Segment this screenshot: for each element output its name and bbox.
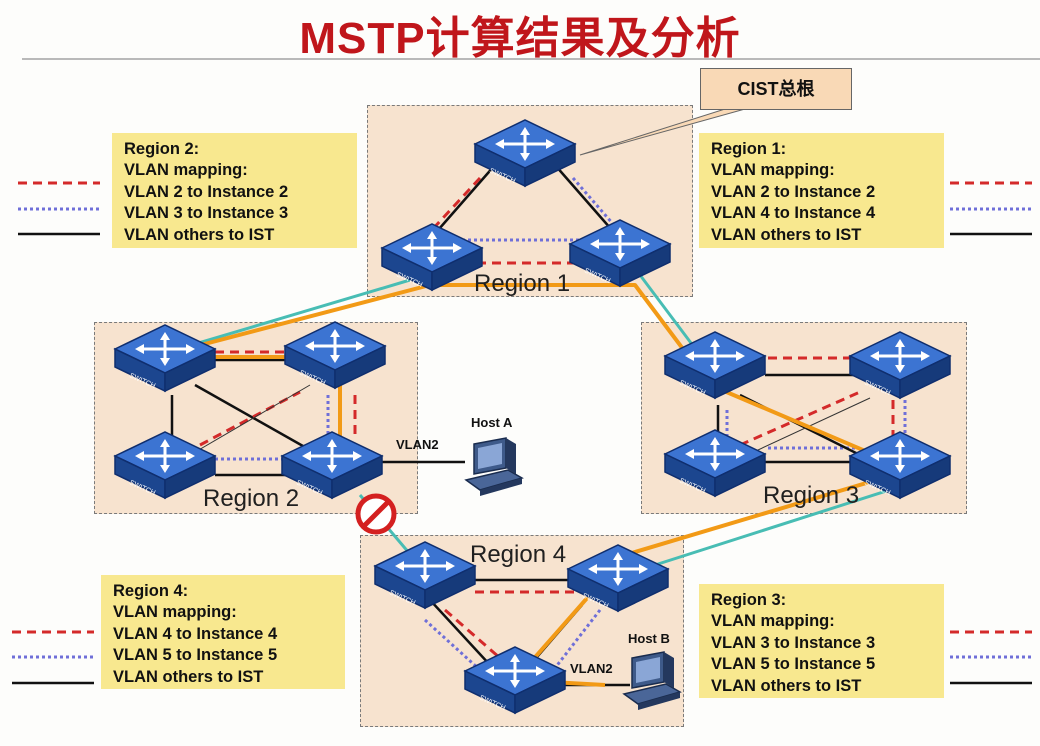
legend-line: VLAN 2 to Instance 2 [711, 182, 876, 201]
switch-r2-tr [283, 320, 387, 390]
legend-line-samples [12, 181, 1032, 685]
legend-line: VLAN 5 to Instance 5 [113, 646, 278, 665]
region-2-label: Region 2 [203, 485, 300, 512]
legend-line: VLAN 2 to Instance 2 [124, 182, 289, 201]
legend-line: VLAN others to IST [711, 676, 862, 695]
legend-line: VLAN mapping: [711, 612, 835, 631]
switch-r3-br [848, 430, 952, 500]
switch-r2-tl [113, 323, 217, 393]
legend-line: VLAN others to IST [124, 225, 275, 244]
switch-r1-right [568, 218, 672, 288]
legend-region-2: Region 2: VLAN mapping: VLAN 2 to Instan… [112, 133, 357, 248]
legend-region-3: Region 3: VLAN mapping: VLAN 3 to Instan… [699, 584, 944, 698]
legend-line: VLAN others to IST [711, 225, 862, 244]
region-3-label: Region 3 [763, 482, 860, 509]
title-divider [22, 58, 1040, 60]
legend-line: VLAN 4 to Instance 4 [113, 624, 278, 643]
legend-line: VLAN mapping: [124, 161, 248, 180]
switch-r1-left [380, 222, 484, 292]
legend-line: VLAN mapping: [711, 161, 835, 180]
legend-line: Region 3: [711, 591, 787, 609]
host-b-label: Host B [628, 631, 670, 646]
switch-r2-bl [113, 430, 217, 500]
legend-region-4: Region 4: VLAN mapping: VLAN 4 to Instan… [101, 575, 345, 689]
region-1-label: Region 1 [474, 270, 571, 297]
switch-r4-bottom [463, 645, 567, 715]
switch-r3-bl [663, 428, 767, 498]
legend-line: VLAN 3 to Instance 3 [711, 633, 876, 652]
legend-line: VLAN 3 to Instance 3 [124, 204, 289, 223]
legend-line: Region 4: [113, 582, 189, 600]
legend-region-1: Region 1: VLAN mapping: VLAN 2 to Instan… [699, 133, 944, 248]
region-4-label: Region 4 [470, 541, 567, 568]
host-a-icon [465, 437, 523, 497]
host-a-vlan-label: VLAN2 [396, 437, 439, 452]
legend-line: VLAN 4 to Instance 4 [711, 204, 876, 223]
page-title: MSTP计算结果及分析 [299, 14, 741, 63]
vlan2-path [153, 283, 912, 687]
host-a-label: Host A [471, 415, 513, 430]
legend-line: VLAN 5 to Instance 5 [711, 655, 876, 674]
switch-r3-tr [848, 330, 952, 400]
blocked-port-icon [355, 493, 397, 535]
legend-line: Region 2: [124, 140, 200, 158]
host-b-vlan-label: VLAN2 [570, 661, 613, 676]
switch-r4-tl [373, 540, 477, 610]
switch-r1-root [473, 118, 577, 188]
legend-line: Region 1: [711, 140, 787, 158]
legend-line: VLAN others to IST [113, 667, 264, 686]
host-b-icon [623, 651, 681, 711]
cist-root-callout: CIST总根 [700, 68, 852, 110]
legend-line: VLAN mapping: [113, 603, 237, 622]
